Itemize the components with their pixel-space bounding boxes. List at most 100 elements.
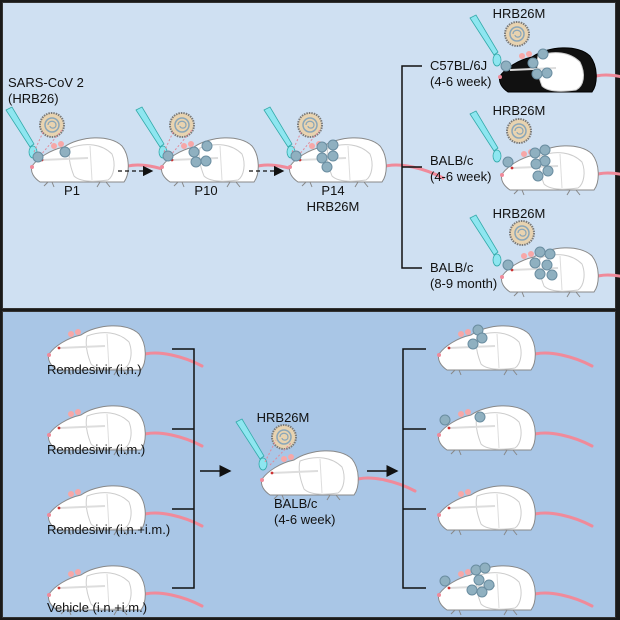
lesion-icon <box>327 139 339 151</box>
treatment-bracket <box>172 348 195 589</box>
pipette-icon <box>469 110 502 163</box>
treatment-label: Vehicle (i.n.+i.m.) <box>47 600 147 615</box>
strain-label: BALB/c <box>430 260 474 275</box>
lesion-icon <box>539 155 551 167</box>
lesion-icon <box>470 564 482 576</box>
challenge-label: HRB26M <box>257 410 310 425</box>
treatment-group-1: Remdesivir (i.n.) <box>45 324 204 377</box>
treatment-label: Remdesivir (i.n.+i.m.) <box>47 522 170 537</box>
pipette-icon <box>5 106 38 159</box>
mouse-icon <box>158 136 317 189</box>
lesion-icon <box>541 259 553 271</box>
lesion-icon <box>290 150 302 162</box>
lesion-icon <box>483 579 495 591</box>
strain-label: BALB/c <box>430 153 474 168</box>
lesion-icon <box>162 150 174 162</box>
lesion-icon <box>531 68 543 80</box>
strain-label: C57BL/6J <box>430 58 487 73</box>
treatment-label: Remdesivir (i.n.) <box>47 362 142 377</box>
lesion-icon <box>529 257 541 269</box>
mouse-icon <box>496 46 620 94</box>
lesion-icon <box>534 246 546 258</box>
virion-icon <box>297 112 323 138</box>
age-label: (4-6 week) <box>430 169 491 184</box>
mouse-icon <box>498 246 620 299</box>
mouse-icon <box>498 144 620 197</box>
lesion-icon <box>439 575 451 587</box>
virion-icon <box>506 118 532 144</box>
virion-icon <box>169 112 195 138</box>
virion-icon <box>271 424 297 450</box>
treatment-group-4: Vehicle (i.n.+i.m.) <box>45 564 204 617</box>
branch-bracket <box>401 65 422 269</box>
branch-balbc-aged: HRB26M BALB/c (8-9 month) <box>430 206 620 299</box>
outcome-bracket <box>402 348 426 589</box>
treatment-group-3: Remdesivir (i.n.+i.m.) <box>45 484 204 537</box>
lesion-icon <box>542 165 554 177</box>
lesion-icon <box>530 158 542 170</box>
lesion-icon <box>467 338 479 350</box>
lesion-icon <box>476 332 488 344</box>
challenge-label: HRB26M <box>493 103 546 118</box>
pipette-icon <box>469 214 502 267</box>
mouse-icon <box>286 136 445 189</box>
passage-sublabel: HRB26M <box>307 199 360 214</box>
lesion-icon <box>190 156 202 168</box>
pipette-icon <box>235 418 268 471</box>
passage-label: P14 <box>321 183 344 198</box>
lesion-icon <box>316 141 328 153</box>
lesion-icon <box>59 146 71 158</box>
mouse-icon <box>435 564 594 617</box>
challenge-group: HRB26M BALB/c (4-6 week) <box>235 410 417 527</box>
passage-label: P1 <box>64 183 80 198</box>
treatment-label: Remdesivir (i.m.) <box>47 442 145 457</box>
branch-balbc-young: HRB26M BALB/c (4-6 week) <box>430 103 620 197</box>
mouse-icon <box>258 449 417 502</box>
virus-label: SARS-CoV 2 <box>8 75 84 90</box>
outcome-2 <box>435 404 594 457</box>
outcome-4 <box>435 562 594 617</box>
virus-strain: (HRB26) <box>8 91 59 106</box>
lesion-icon <box>466 584 478 596</box>
lesion-icon <box>474 411 486 423</box>
age-label: (4-6 week) <box>430 74 491 89</box>
lesion-icon <box>32 151 44 163</box>
lesion-icon <box>502 156 514 168</box>
pipette-icon <box>135 106 168 159</box>
virion-icon <box>39 112 65 138</box>
mouse-icon <box>435 484 594 537</box>
age-label: (4-6 week) <box>274 512 335 527</box>
lesion-icon <box>537 48 549 60</box>
lesion-icon <box>201 140 213 152</box>
lesion-icon <box>544 248 556 260</box>
treatment-group-2: Remdesivir (i.m.) <box>45 404 204 457</box>
outcome-3 <box>435 484 594 537</box>
passage-p10-group: P10 <box>135 106 317 198</box>
lesion-icon <box>479 562 491 574</box>
lesion-icon <box>473 574 485 586</box>
lesion-icon <box>316 152 328 164</box>
challenge-label: HRB26M <box>493 6 546 21</box>
lesion-icon <box>200 155 212 167</box>
virion-icon <box>504 21 530 47</box>
passage-label: P10 <box>194 183 217 198</box>
lesion-icon <box>546 269 558 281</box>
strain-label: BALB/c <box>274 496 318 511</box>
lesion-icon <box>327 150 339 162</box>
passage-p1-group: P1 <box>5 106 187 198</box>
lesion-icon <box>500 60 512 72</box>
mouse-icon <box>435 324 594 377</box>
lesion-icon <box>539 144 551 156</box>
mouse-icon <box>435 404 594 457</box>
outcome-1 <box>435 324 594 377</box>
lesion-icon <box>527 57 539 69</box>
lesion-icon <box>321 161 333 173</box>
challenge-label: HRB26M <box>493 206 546 221</box>
lesion-icon <box>439 414 451 426</box>
age-label: (8-9 month) <box>430 276 497 291</box>
passage-p14-group: P14 HRB26M <box>263 106 445 214</box>
lesion-icon <box>188 146 200 158</box>
lesion-icon <box>532 170 544 182</box>
pipette-icon <box>263 106 296 159</box>
